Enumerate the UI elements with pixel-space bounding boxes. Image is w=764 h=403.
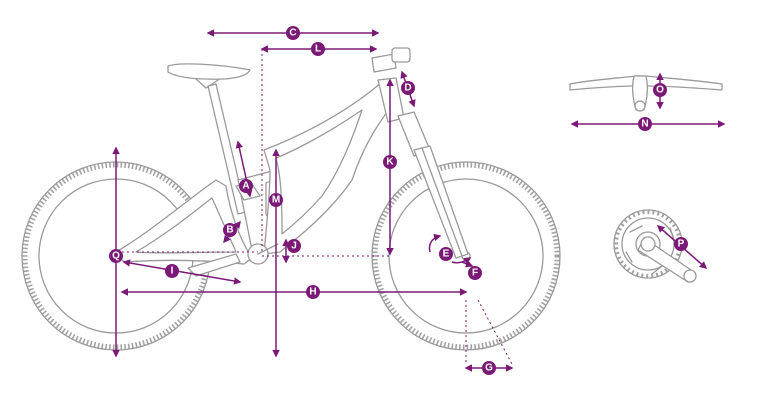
badge-n: N [638,117,652,131]
svg-text:E: E [443,249,450,260]
badge-i: I [165,264,179,278]
svg-text:H: H [309,287,316,298]
badge-p: P [674,237,688,251]
svg-text:C: C [289,28,296,39]
badge-l: L [311,42,325,56]
handlebar-detail [569,75,723,112]
bike-frame [115,47,411,277]
svg-text:F: F [472,268,478,279]
svg-text:P: P [678,239,685,250]
badge-g: G [482,361,496,375]
svg-text:M: M [272,195,280,206]
badge-b: B [223,223,237,237]
badge-d: D [401,81,415,95]
svg-text:J: J [291,241,297,252]
badge-o: O [653,83,667,97]
svg-text:N: N [641,119,648,130]
svg-text:B: B [226,225,233,236]
badge-j: J [287,239,301,253]
badge-a: A [239,179,253,193]
svg-text:A: A [242,181,249,192]
front-fork [397,111,469,259]
badge-k: K [383,155,397,169]
svg-text:L: L [315,44,321,55]
badge-c: C [286,26,300,40]
badge-q: Q [109,249,123,263]
svg-text:D: D [404,83,411,94]
svg-text:I: I [171,266,174,277]
svg-text:G: G [485,363,493,374]
badge-h: H [306,285,320,299]
svg-text:Q: Q [112,251,120,262]
svg-text:O: O [656,85,664,96]
badge-e: E [439,247,453,261]
svg-text:K: K [386,157,394,168]
badge-m: M [269,193,283,207]
badge-f: F [468,266,482,280]
